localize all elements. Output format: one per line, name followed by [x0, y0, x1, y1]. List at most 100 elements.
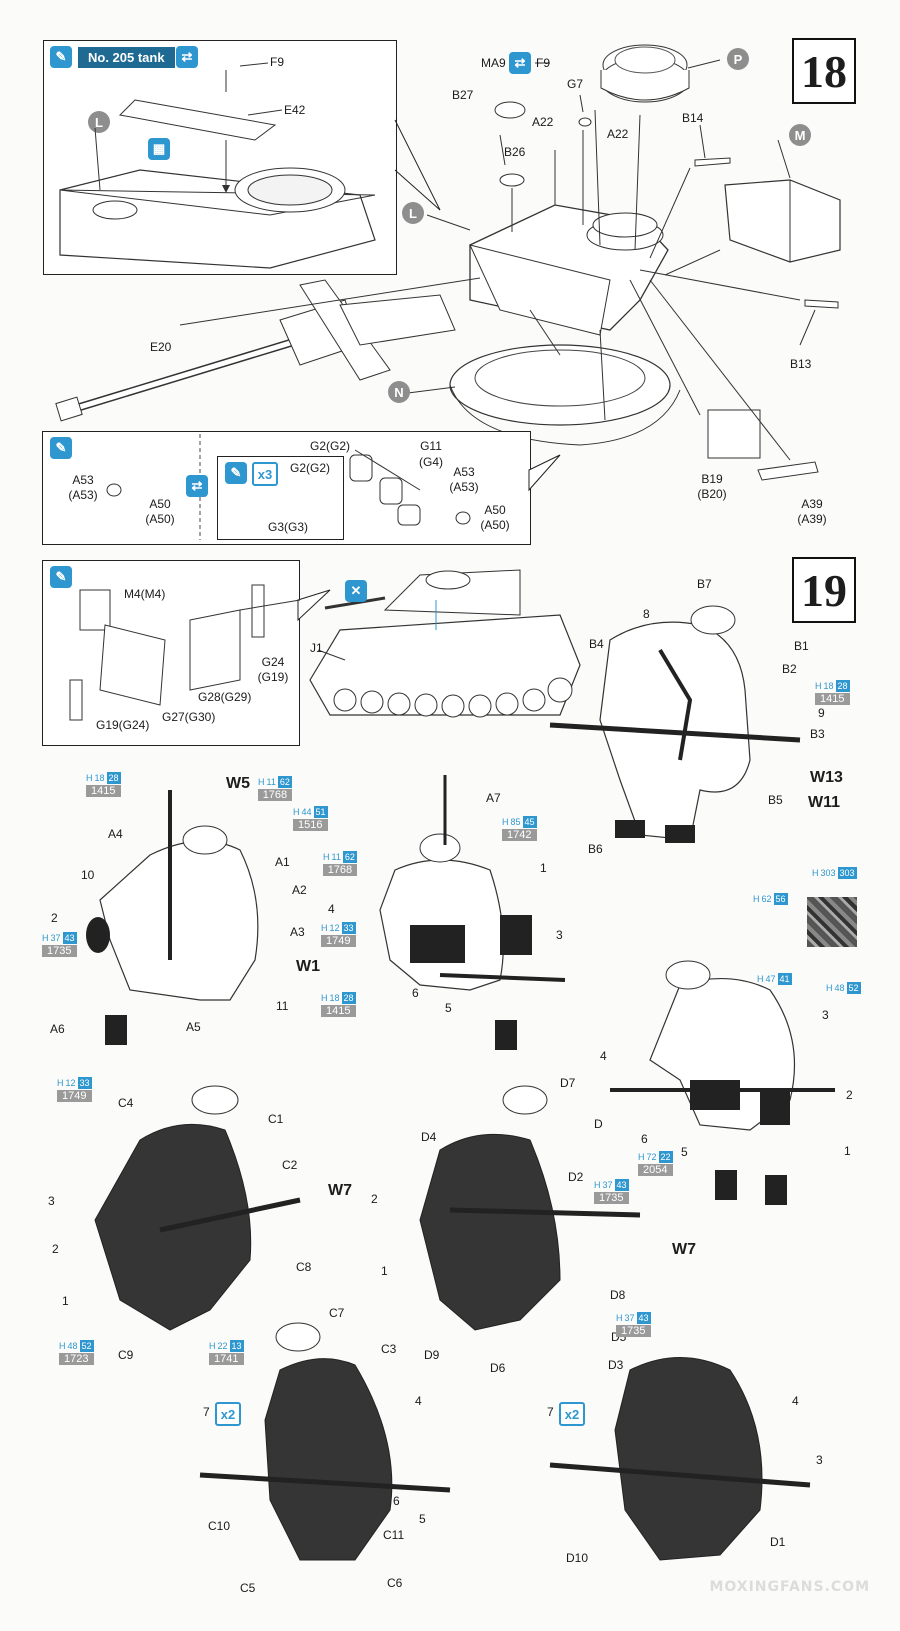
fig-d-D7: D7: [560, 1076, 576, 1090]
part-B19: B19: [701, 472, 723, 486]
glue-icon-rack: ✎: [50, 566, 72, 588]
fig-d-1: 1: [381, 1264, 388, 1278]
fig-a-A1: A1: [275, 855, 290, 869]
circle-label-L-inset: L: [88, 111, 110, 133]
fig-c-C9: C9: [118, 1348, 134, 1362]
part-A39-alt: (A39): [797, 512, 827, 526]
fig-d2-3: 3: [816, 1453, 823, 1467]
part-G19: G19(G24): [96, 718, 150, 732]
fig-c2-C6: C6: [387, 1576, 403, 1590]
optional-swap-icon: ⇄: [176, 46, 198, 68]
fig-c-C8: C8: [296, 1260, 312, 1274]
part-J1: J1: [310, 641, 323, 655]
fig-r-2: 2: [846, 1088, 853, 1102]
fig-b-W13: W13: [810, 769, 843, 786]
fig-d2-4: 4: [792, 1394, 799, 1408]
fig-a7-5: 5: [445, 1001, 452, 1015]
fig-b-B6: B6: [588, 842, 603, 856]
fig-b-B1: B1: [794, 639, 809, 653]
part-G28: G28(G29): [198, 690, 252, 704]
circle-label-P: P: [727, 48, 749, 70]
part-A53-right: A53: [453, 465, 475, 479]
camo-swatch: [807, 897, 857, 947]
fig-d-D: D: [594, 1117, 603, 1131]
fig-r-4: 4: [600, 1049, 607, 1063]
fig-a-A5: A5: [186, 1020, 201, 1034]
fig-c-1: 1: [62, 1294, 69, 1308]
fig-d2-7: 7: [547, 1405, 554, 1419]
part-A50-right-alt: (A50): [480, 518, 510, 532]
part-G2-main: G2(G2): [310, 439, 351, 453]
fig-c2-6: 6: [393, 1494, 400, 1508]
glue-icon-barrel: ✎: [225, 462, 247, 484]
part-A39: A39: [801, 497, 823, 511]
part-A22-left: A22: [532, 115, 554, 129]
part-A50-left-alt: (A50): [145, 512, 175, 526]
fig-a-2: 2: [51, 911, 58, 925]
fig-c-C2: C2: [282, 1158, 298, 1172]
sand-icon: ▦: [148, 138, 170, 160]
part-G27: G27(G30): [162, 710, 216, 724]
part-A50-left: A50: [149, 497, 171, 511]
fig-a-W1: W1: [296, 958, 320, 975]
part-A50-right: A50: [484, 503, 506, 517]
fig-a-A6: A6: [50, 1022, 65, 1036]
part-E42: E42: [284, 103, 306, 117]
fig-c-C4: C4: [118, 1096, 134, 1110]
fig-a-11: 11: [276, 999, 289, 1013]
fig-a7-A7: A7: [486, 791, 501, 805]
part-G4: (G4): [419, 455, 443, 469]
fig-a7-1: 1: [540, 861, 547, 875]
fig-c2-C10: C10: [208, 1519, 231, 1533]
fig-d2-x2: x2: [559, 1402, 585, 1426]
fig-b-B2: B2: [782, 662, 797, 676]
part-G3: G3(G3): [268, 520, 309, 534]
fig-d-D6: D6: [490, 1361, 506, 1375]
fig-d-D8: D8: [610, 1288, 626, 1302]
glue-icon-sub: ✎: [50, 437, 72, 459]
part-B27: B27: [452, 88, 474, 102]
fig-b-B3: B3: [810, 727, 825, 741]
fig-c2-C3: C3: [381, 1342, 397, 1356]
step-number-19: 19: [792, 557, 856, 623]
swap-icon-ma9: ⇄: [509, 52, 531, 74]
part-B20: (B20): [697, 487, 727, 501]
fig-r-3: 3: [822, 1008, 829, 1022]
part-B26: B26: [504, 145, 526, 159]
part-G11: G11: [420, 439, 442, 453]
swap-icon-sub: ⇄: [186, 475, 208, 497]
fig-d-D4: D4: [421, 1130, 437, 1144]
figure-c-drawing: [94, 1085, 301, 1331]
fig-b-9: 9: [818, 706, 825, 720]
multiply-3-icon: x3: [252, 462, 278, 486]
fig-d-W7: W7: [672, 1241, 696, 1258]
part-G19-alt: (G19): [257, 670, 289, 684]
fig-c-W7: W7: [328, 1182, 352, 1199]
tank-version-badge: No. 205 tank: [78, 47, 175, 68]
figure-b-drawing: [549, 605, 801, 843]
part-M4: M4(M4): [124, 587, 166, 601]
fig-b-B7: B7: [697, 577, 712, 591]
part-A22-right: A22: [607, 127, 629, 141]
fig-a-10: 10: [81, 868, 95, 882]
fig-c2-C7: C7: [329, 1306, 345, 1320]
fig-c-3: 3: [48, 1194, 55, 1208]
part-A53-left: A53: [72, 473, 94, 487]
no-glue-icon: ✕: [345, 580, 367, 602]
fig-b-8: 8: [643, 607, 650, 621]
